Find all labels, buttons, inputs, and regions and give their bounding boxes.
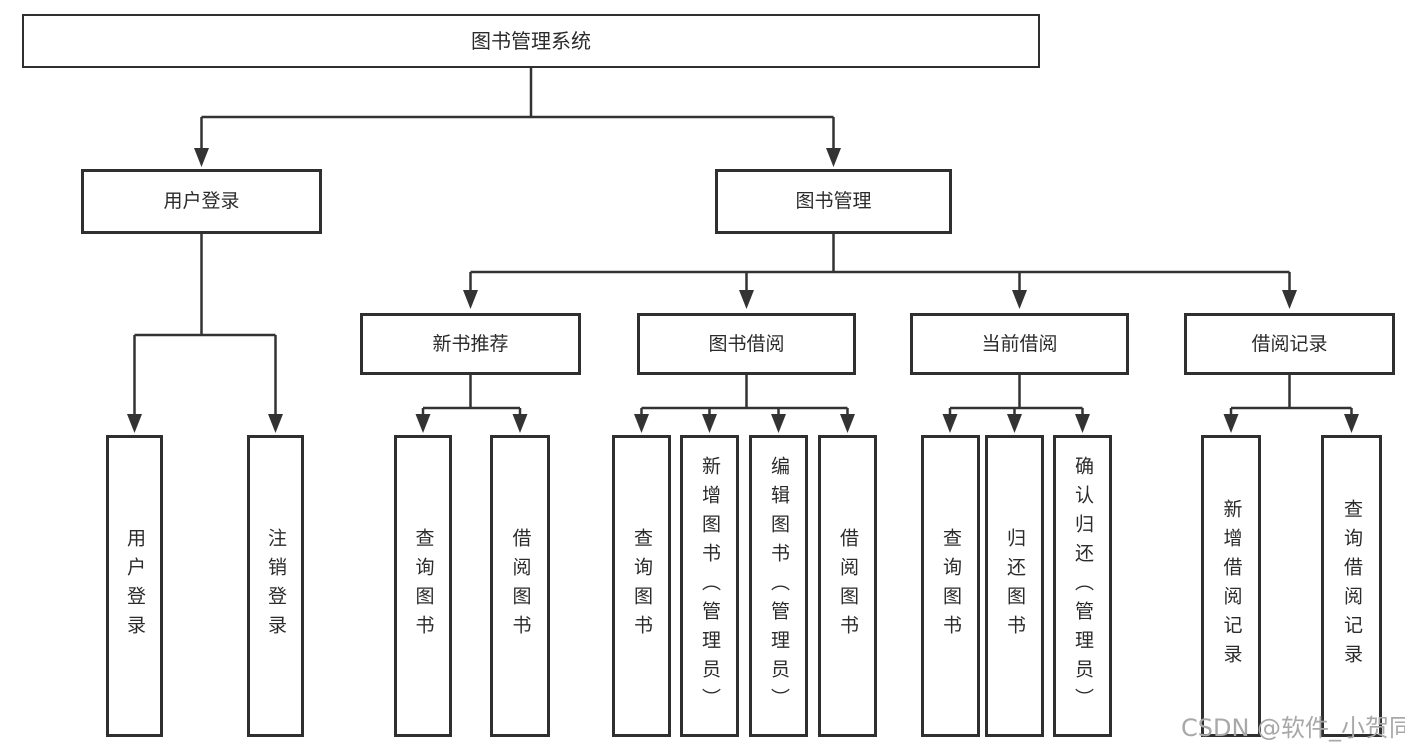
leaf-borrow-books-recommend: 借阅图书 xyxy=(490,435,550,737)
leaf-query-borrow-record: 查询借阅记录 xyxy=(1321,435,1382,737)
node-label: 注销登录 xyxy=(265,528,287,644)
leaf-add-borrow-record: 新增借阅记录 xyxy=(1201,435,1261,737)
node-label: 查询借阅记录 xyxy=(1341,499,1363,673)
node-library-management-system: 图书管理系统 xyxy=(22,14,1040,68)
node-label: 图书管理 xyxy=(795,190,872,212)
leaf-query-books-current: 查询图书 xyxy=(921,435,980,737)
node-label: 当前借阅 xyxy=(981,332,1058,355)
leaf-edit-book-admin: 编辑图书（管理员） xyxy=(749,435,808,737)
node-label: 图书管理系统 xyxy=(471,29,591,53)
node-label: 新增图书（管理员） xyxy=(699,455,721,717)
node-borrowing-records: 借阅记录 xyxy=(1184,313,1395,375)
node-label: 借阅图书 xyxy=(837,528,859,644)
leaf-add-book-admin: 新增图书（管理员） xyxy=(680,435,739,737)
node-book-management: 图书管理 xyxy=(715,169,952,234)
node-user-login-group: 用户登录 xyxy=(81,169,322,234)
node-book-borrowing: 图书借阅 xyxy=(637,313,856,375)
node-label: 查询图书 xyxy=(940,528,962,644)
leaf-user-login: 用户登录 xyxy=(106,435,163,737)
leaf-query-books-borrowing: 查询图书 xyxy=(612,435,671,737)
node-label: 新增借阅记录 xyxy=(1220,499,1243,673)
node-label: 借阅记录 xyxy=(1251,332,1328,355)
node-label: 借阅图书 xyxy=(509,528,532,644)
leaf-confirm-return-admin: 确认归还（管理员） xyxy=(1053,435,1112,737)
leaf-logout: 注销登录 xyxy=(247,435,304,737)
node-label: 图书借阅 xyxy=(708,332,785,355)
leaf-borrow-books-borrowing: 借阅图书 xyxy=(818,435,877,737)
node-label: 归还图书 xyxy=(1004,528,1026,644)
node-label: 用户登录 xyxy=(124,528,146,644)
node-label: 编辑图书（管理员） xyxy=(768,455,790,717)
node-label: 用户登录 xyxy=(163,190,240,212)
leaf-return-book: 归还图书 xyxy=(985,435,1044,737)
node-label: 确认归还（管理员） xyxy=(1072,455,1094,717)
leaf-query-books-recommend: 查询图书 xyxy=(394,435,452,737)
node-label: 新书推荐 xyxy=(432,332,509,355)
csdn-watermark: CSDN @软件_小贺同学 xyxy=(1181,714,1405,742)
node-new-book-recommendation: 新书推荐 xyxy=(360,313,581,375)
node-current-borrowing: 当前借阅 xyxy=(910,313,1129,375)
node-label: 查询图书 xyxy=(631,528,653,644)
node-label: 查询图书 xyxy=(412,528,435,644)
